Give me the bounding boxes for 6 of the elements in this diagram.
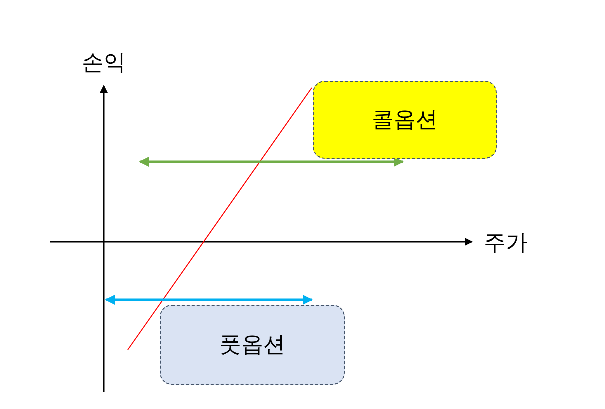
- axis-label: 주가: [484, 230, 528, 258]
- option-box: [313, 81, 497, 159]
- option-box: [160, 305, 345, 385]
- box-label: 풋옵션: [220, 332, 286, 360]
- box-label: 콜옵션: [372, 107, 438, 135]
- axis-label: 손익: [82, 50, 126, 78]
